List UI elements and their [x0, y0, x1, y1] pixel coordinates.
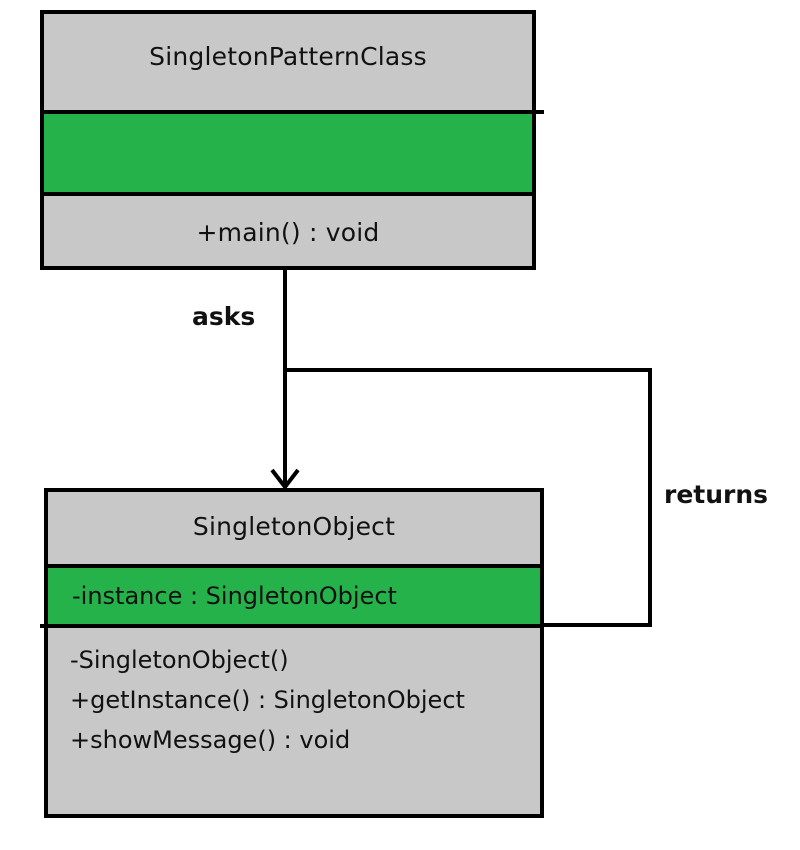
divider-name-attributes	[40, 110, 544, 114]
class-name-compartment: SingletonPatternClass	[40, 10, 536, 110]
class-name-compartment: SingletonObject	[44, 488, 544, 564]
method-constructor: -SingletonObject()	[70, 646, 289, 674]
divider-attributes-methods	[40, 192, 536, 196]
attribute-compartment	[40, 114, 536, 192]
returns-label: returns	[664, 480, 769, 509]
method-compartment: +main() : void	[40, 196, 536, 270]
divider-name-attributes	[44, 564, 544, 568]
divider-attributes-methods	[40, 624, 544, 628]
attribute-instance: -instance : SingletonObject	[72, 582, 397, 610]
class-name: SingletonPatternClass	[149, 42, 427, 71]
asks-label: asks	[192, 302, 256, 331]
method-compartment: -SingletonObject() +getInstance() : Sing…	[44, 628, 544, 818]
attribute-compartment: -instance : SingletonObject	[44, 568, 544, 624]
class-name: SingletonObject	[192, 512, 396, 541]
method-main: +main() : void	[196, 218, 380, 247]
class-singleton-pattern-class: SingletonPatternClass +main() : void	[40, 10, 544, 270]
method-get-instance: +getInstance() : SingletonObject	[70, 686, 465, 714]
returns-connector-line	[285, 368, 652, 627]
class-singleton-object: SingletonObject -instance : SingletonObj…	[40, 488, 544, 818]
asks-arrowhead	[270, 468, 300, 491]
method-show-message: +showMessage() : void	[70, 726, 351, 754]
